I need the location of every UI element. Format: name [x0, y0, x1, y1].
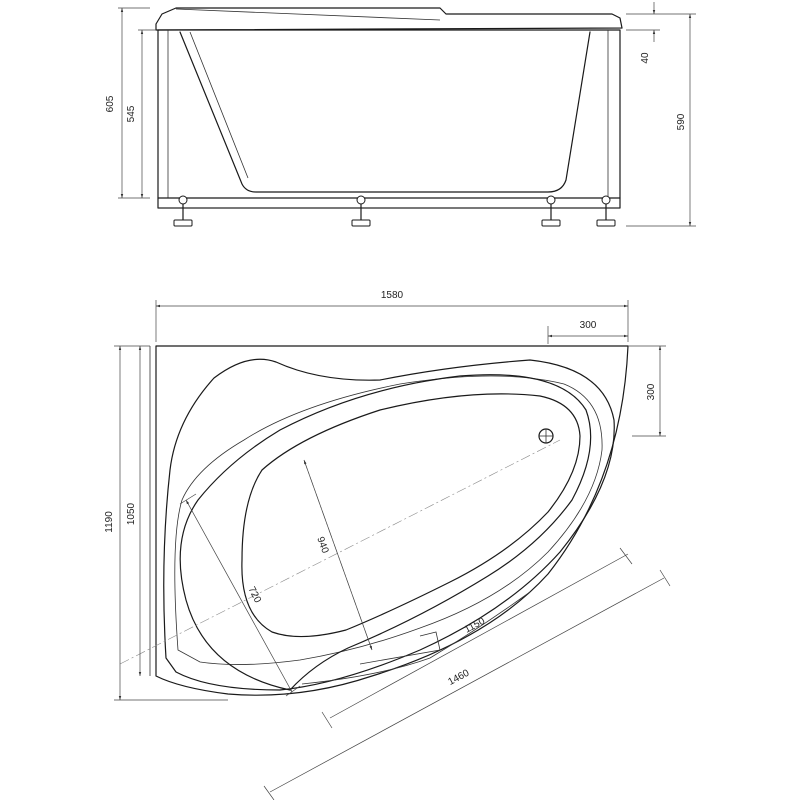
leg-2 [351, 195, 371, 227]
top-basin-inner [241, 393, 581, 638]
leg-4 [596, 195, 616, 227]
top-centerline-long [119, 439, 561, 665]
dim-label-40: 40 [640, 52, 651, 64]
dim-label-1580: 1580 [381, 290, 404, 301]
top-outer-contour [155, 345, 629, 696]
side-rim-slope [175, 8, 441, 21]
leg-3 [541, 195, 561, 227]
side-legs [173, 195, 616, 227]
dim-top-1580: 1580 [155, 290, 629, 342]
dim-label-1150: 1150 [463, 616, 488, 636]
dim-label-605: 605 [105, 95, 116, 112]
dim-label-1050: 1050 [126, 502, 137, 525]
dim-side-40: 40 [626, 2, 660, 64]
side-view: 605 545 40 590 [105, 2, 696, 227]
dim-top-1050: 1050 [126, 346, 142, 676]
side-rim [155, 7, 623, 31]
side-basin [179, 31, 591, 193]
dim-label-1190: 1190 [104, 511, 115, 533]
dim-top-1460: 1460 [263, 569, 671, 800]
dim-top-1150: 1150 [321, 547, 633, 729]
dim-label-940: 940 [314, 535, 330, 555]
dim-top-720: 720 [179, 493, 301, 697]
top-headrest [359, 631, 441, 665]
drain-icon [538, 428, 554, 444]
dim-label-300-top: 300 [580, 320, 597, 331]
dim-label-590: 590 [676, 113, 687, 130]
side-basin-inner [189, 31, 249, 179]
top-rim-outer [163, 358, 615, 691]
top-seat-step [301, 591, 531, 685]
dim-side-605: 605 [105, 7, 150, 199]
top-rim-inner [174, 375, 603, 665]
dim-top-1190: 1190 [104, 345, 228, 701]
dim-side-545: 545 [126, 29, 156, 198]
dim-label-300-right: 300 [646, 383, 657, 400]
dim-label-720: 720 [246, 585, 264, 605]
dim-label-545: 545 [126, 105, 137, 122]
top-view: 1580 300 300 1190 1050 94 [104, 290, 671, 800]
side-panel [157, 29, 621, 209]
dim-top-300-vertical: 300 [628, 345, 666, 437]
dim-top-940: 940 [303, 459, 373, 651]
leg-1 [173, 195, 193, 227]
dim-top-300-horizontal: 300 [547, 320, 628, 344]
dim-side-590: 590 [626, 13, 696, 227]
top-basin-outer [179, 374, 592, 691]
